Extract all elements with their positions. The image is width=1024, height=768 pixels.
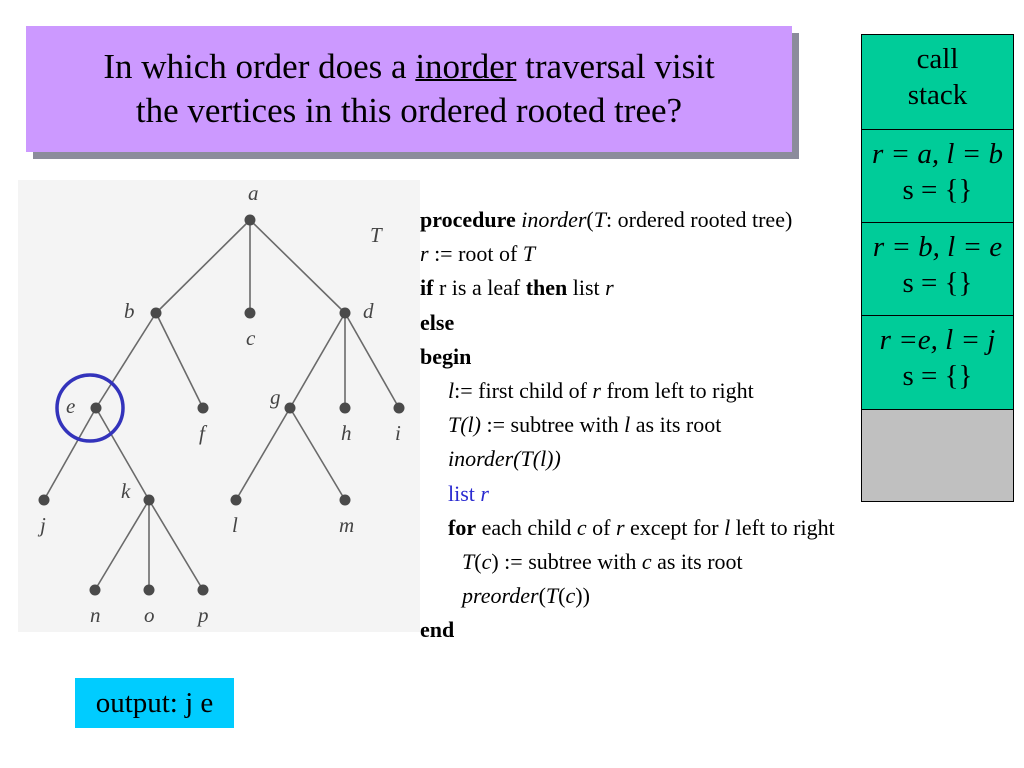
tree-node-d (339, 307, 351, 319)
call-stack-frame-2: r = b, l = e s = {} (862, 223, 1013, 316)
code-line-11: T(c) := subtree with c as its root (462, 548, 743, 574)
title-line-2: the vertices in this ordered rooted tree… (135, 91, 683, 130)
code-line-7: T(l) := subtree with l as its root (448, 412, 722, 438)
tree-label-i: i (395, 421, 401, 445)
tree-edge-d-i (344, 312, 400, 409)
frame-3-vars: r =e, l = j (879, 324, 996, 356)
tree-edge-k-n (94, 499, 150, 591)
tree-node-p (197, 584, 209, 596)
tree-edge-e-j (43, 407, 97, 501)
tree-edge-g-l (235, 407, 291, 501)
code-line-6: l:= first child of r from left to right (448, 377, 754, 403)
tree-node-o (143, 584, 155, 596)
tree-edge-a-d (249, 219, 346, 314)
tree-label-m: m (339, 513, 354, 537)
tree-node-i (393, 402, 405, 414)
tree-label-h: h (341, 421, 352, 445)
tree-label-a: a (248, 181, 259, 205)
code-line-13: end (420, 617, 455, 643)
frame-1-set: s = {} (902, 174, 973, 206)
code-line-5: begin (420, 343, 472, 369)
tree-label-l: l (232, 513, 238, 537)
call-stack-header-line-1: call (916, 43, 959, 75)
tree-node-b (150, 307, 162, 319)
tree-label-j: j (37, 513, 46, 537)
tree-label-d: d (363, 299, 374, 323)
tree-label-o: o (144, 603, 155, 627)
tree-node-m (339, 494, 351, 506)
tree-diagram: a b c d e f g h i j k l m n o p T (18, 180, 420, 632)
tree-node-n (89, 584, 101, 596)
tree-node-a (244, 214, 256, 226)
tree-edge-e-k (95, 407, 150, 501)
frame-2-vars: r = b, l = e (872, 231, 1003, 263)
code-line-10: for each child c of r except for l left … (448, 514, 835, 540)
call-stack: call stack r = a, l = b s = {} r = b, l … (861, 34, 1014, 502)
tree-label-g: g (270, 385, 281, 409)
output-box: output: j e (75, 678, 234, 728)
tree-label-e: e (66, 394, 75, 418)
code-line-3: if r is a leaf then list r (420, 275, 614, 301)
code-line-9-current: list r (448, 480, 489, 506)
frame-2-set: s = {} (902, 267, 973, 299)
tree-node-g (284, 402, 296, 414)
code-line-4: else (420, 309, 455, 335)
tree-node-h (339, 402, 351, 414)
tree-label-p: p (196, 603, 209, 627)
title-line-1: In which order does a inorder traversal … (103, 45, 714, 89)
tree-node-f (197, 402, 209, 414)
title-banner: In which order does a inorder traversal … (26, 26, 792, 152)
code-line-12: preorder(T(c)) (462, 583, 590, 609)
code-line-8: inorder(T(l)) (448, 446, 561, 472)
frame-1-vars: r = a, l = b (872, 138, 1003, 170)
call-stack-header-line-2: stack (907, 79, 968, 111)
tree-edge-k-p (148, 499, 204, 591)
tree-node-j (38, 494, 50, 506)
tree-edge-b-f (155, 312, 204, 409)
tree-node-e (90, 402, 102, 414)
tree-label-k: k (121, 479, 131, 503)
call-stack-frame-1: r = a, l = b s = {} (862, 130, 1013, 223)
title-text-before: In which order does a (103, 47, 416, 86)
call-stack-frame-3: r =e, l = j s = {} (862, 316, 1013, 410)
code-line-2: r := root of T (420, 241, 536, 267)
tree-labels: a b c d e f g h i j k l m n o p (37, 181, 401, 627)
tree-label-b: b (124, 299, 135, 323)
tree-node-c (244, 307, 256, 319)
tree-node-k (143, 494, 155, 506)
frame-3-set: s = {} (902, 360, 973, 392)
highlight-circle (55, 373, 125, 443)
tree-edges (43, 219, 400, 591)
tree-edge-g-m (289, 407, 346, 501)
tree-edge-a-b (155, 219, 251, 314)
code-line-1: procedure inorder(T: ordered rooted tree… (420, 207, 793, 232)
tree-label-n: n (90, 603, 101, 627)
tree-label-f: f (199, 421, 208, 445)
title-text-after: traversal visit (516, 47, 715, 86)
call-stack-header: call stack (862, 35, 1013, 130)
tree-name-label: T (370, 223, 383, 247)
pseudocode-block: procedure inorder(T: ordered rooted tree… (420, 203, 980, 647)
tree-edge-d-g (289, 312, 346, 409)
title-keyword: inorder (415, 47, 517, 86)
tree-label-c: c (246, 326, 256, 350)
tree-svg: a b c d e f g h i j k l m n o p T (37, 181, 405, 627)
tree-edge-b-e (95, 312, 157, 409)
tree-node-l (230, 494, 242, 506)
tree-nodes (38, 214, 405, 596)
